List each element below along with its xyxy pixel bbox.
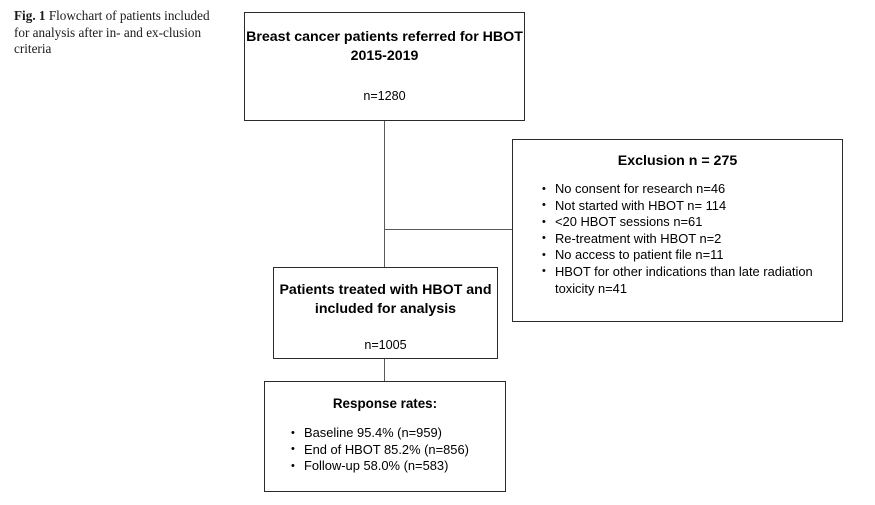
flow-node-included-patients-count: n=1005 [364, 338, 407, 352]
flow-node-referred-patients: Breast cancer patients referred for HBOT… [244, 12, 525, 121]
flow-node-included-patients-title: Patients treated with HBOT and included … [279, 282, 492, 317]
list-item: Re-treatment with HBOT n=2 [541, 230, 830, 248]
figure-caption: Fig. 1 Flowchart of patients included fo… [14, 8, 219, 58]
connector-included-to-response [383, 359, 386, 381]
list-item: <20 HBOT sessions n=61 [541, 214, 830, 231]
exclusion-reason-list: No consent for research n=46 Not started… [541, 181, 830, 297]
flow-node-response-rates: Response rates: Baseline 95.4% (n=959) E… [264, 381, 506, 492]
flow-node-referred-patients-title: Breast cancer patients referred for HBOT… [246, 29, 523, 64]
figure-caption-text: Flowchart of patients included for analy… [14, 8, 210, 56]
connector-top-to-included [383, 121, 386, 267]
list-item: No access to patient file n=11 [541, 247, 830, 264]
list-item: End of HBOT 85.2% (n=856) [290, 441, 495, 459]
response-rate-list: Baseline 95.4% (n=959) End of HBOT 85.2%… [290, 425, 495, 475]
flow-node-exclusion: Exclusion n = 275 No consent for researc… [512, 139, 843, 322]
connector-branch-to-exclusion [383, 228, 513, 231]
list-item: Not started with HBOT n= 114 [541, 197, 830, 215]
flow-node-included-patients: Patients treated with HBOT and included … [273, 267, 498, 359]
flow-node-referred-patients-count: n=1280 [363, 89, 406, 103]
list-item: No consent for research n=46 [541, 181, 830, 198]
list-item: Follow-up 58.0% (n=583) [290, 458, 495, 475]
flow-node-exclusion-title: Exclusion n = 275 [617, 153, 738, 169]
list-item: HBOT for other indications than late rad… [541, 263, 830, 297]
figure-label: Fig. 1 [14, 8, 46, 23]
list-item: Baseline 95.4% (n=959) [290, 425, 495, 442]
flow-node-response-rates-title: Response rates: [332, 396, 438, 411]
